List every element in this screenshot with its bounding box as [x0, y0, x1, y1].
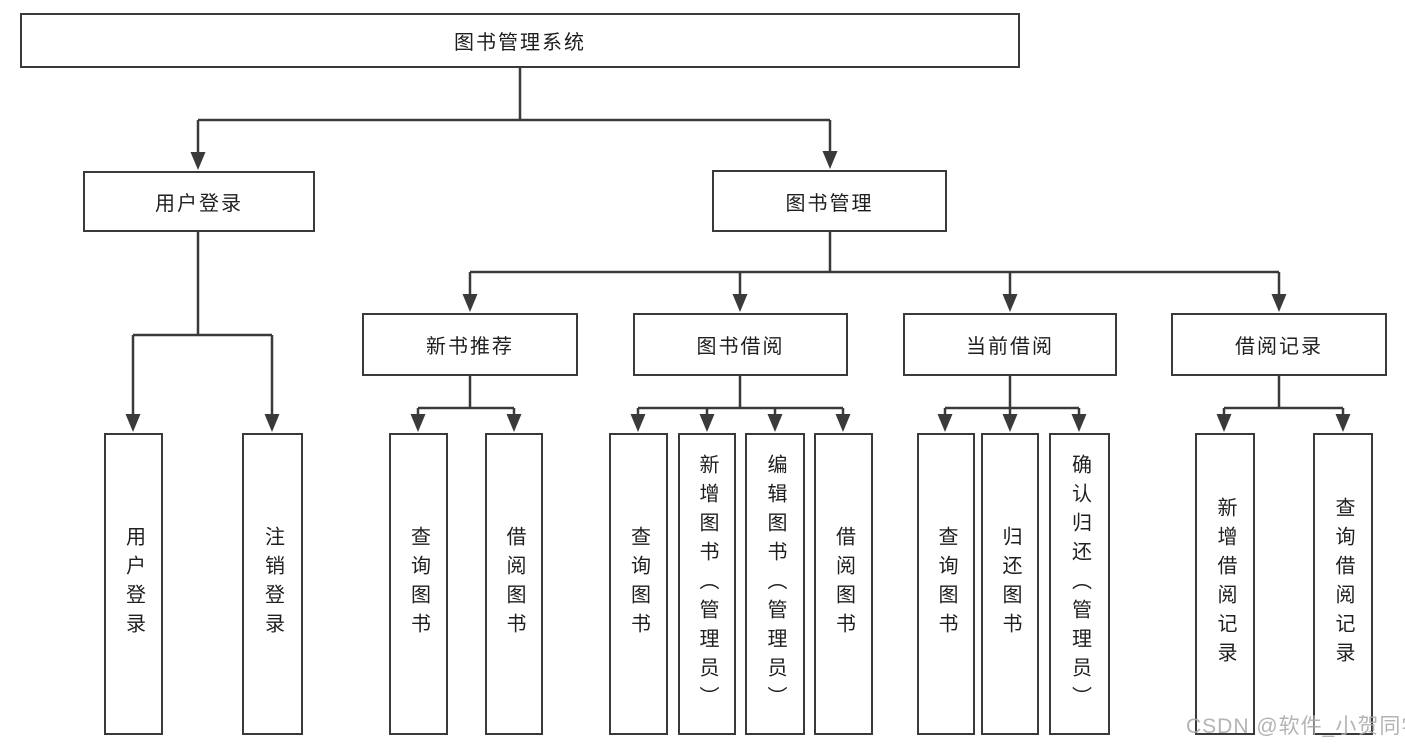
node-borrowing-records: 借阅记录: [1171, 313, 1387, 376]
node-current-borrowing: 当前借阅: [903, 313, 1117, 376]
leaf-label: 新增借阅记录: [1214, 497, 1236, 671]
csdn-watermark: CSDN @软件_小贺同学: [1186, 715, 1405, 738]
leaf-edit-books-admin: 编辑图书（管理员）: [745, 433, 805, 735]
node-user-login: 用户登录: [83, 171, 315, 232]
leaf-label: 借阅图书: [832, 526, 855, 642]
leaf-label: 用户登录: [122, 526, 145, 642]
leaf-label: 编辑图书（管理员）: [764, 453, 786, 715]
node-new-book-recommend: 新书推荐: [362, 313, 578, 376]
leaf-query-books-borrowing: 查询图书: [609, 433, 668, 735]
leaf-label: 新增图书（管理员）: [696, 453, 718, 715]
leaf-label: 查询图书: [935, 526, 957, 642]
leaf-add-borrow-record: 新增借阅记录: [1195, 433, 1255, 735]
leaf-borrow-books-recommend: 借阅图书: [485, 433, 543, 735]
leaf-label: 归还图书: [999, 526, 1021, 642]
leaf-label: 查询图书: [407, 526, 430, 642]
leaf-label: 查询借阅记录: [1332, 497, 1354, 671]
node-root-system: 图书管理系统: [20, 13, 1020, 68]
leaf-label: 借阅图书: [503, 526, 525, 642]
leaf-user-login: 用户登录: [104, 433, 163, 735]
leaf-return-books: 归还图书: [981, 433, 1039, 735]
leaf-add-books-admin: 新增图书（管理员）: [678, 433, 736, 735]
leaf-borrow-books-borrowing: 借阅图书: [814, 433, 873, 735]
leaf-label: 查询图书: [627, 526, 650, 642]
leaf-query-borrow-record: 查询借阅记录: [1313, 433, 1373, 735]
leaf-query-books-recommend: 查询图书: [389, 433, 448, 735]
node-book-management: 图书管理: [712, 170, 947, 232]
leaf-logout: 注销登录: [242, 433, 303, 735]
leaf-confirm-return-admin: 确认归还（管理员）: [1049, 433, 1110, 735]
leaf-label: 确认归还（管理员）: [1068, 453, 1091, 715]
node-book-borrowing: 图书借阅: [633, 313, 848, 376]
leaf-query-books-current: 查询图书: [917, 433, 975, 735]
leaf-label: 注销登录: [261, 526, 284, 642]
